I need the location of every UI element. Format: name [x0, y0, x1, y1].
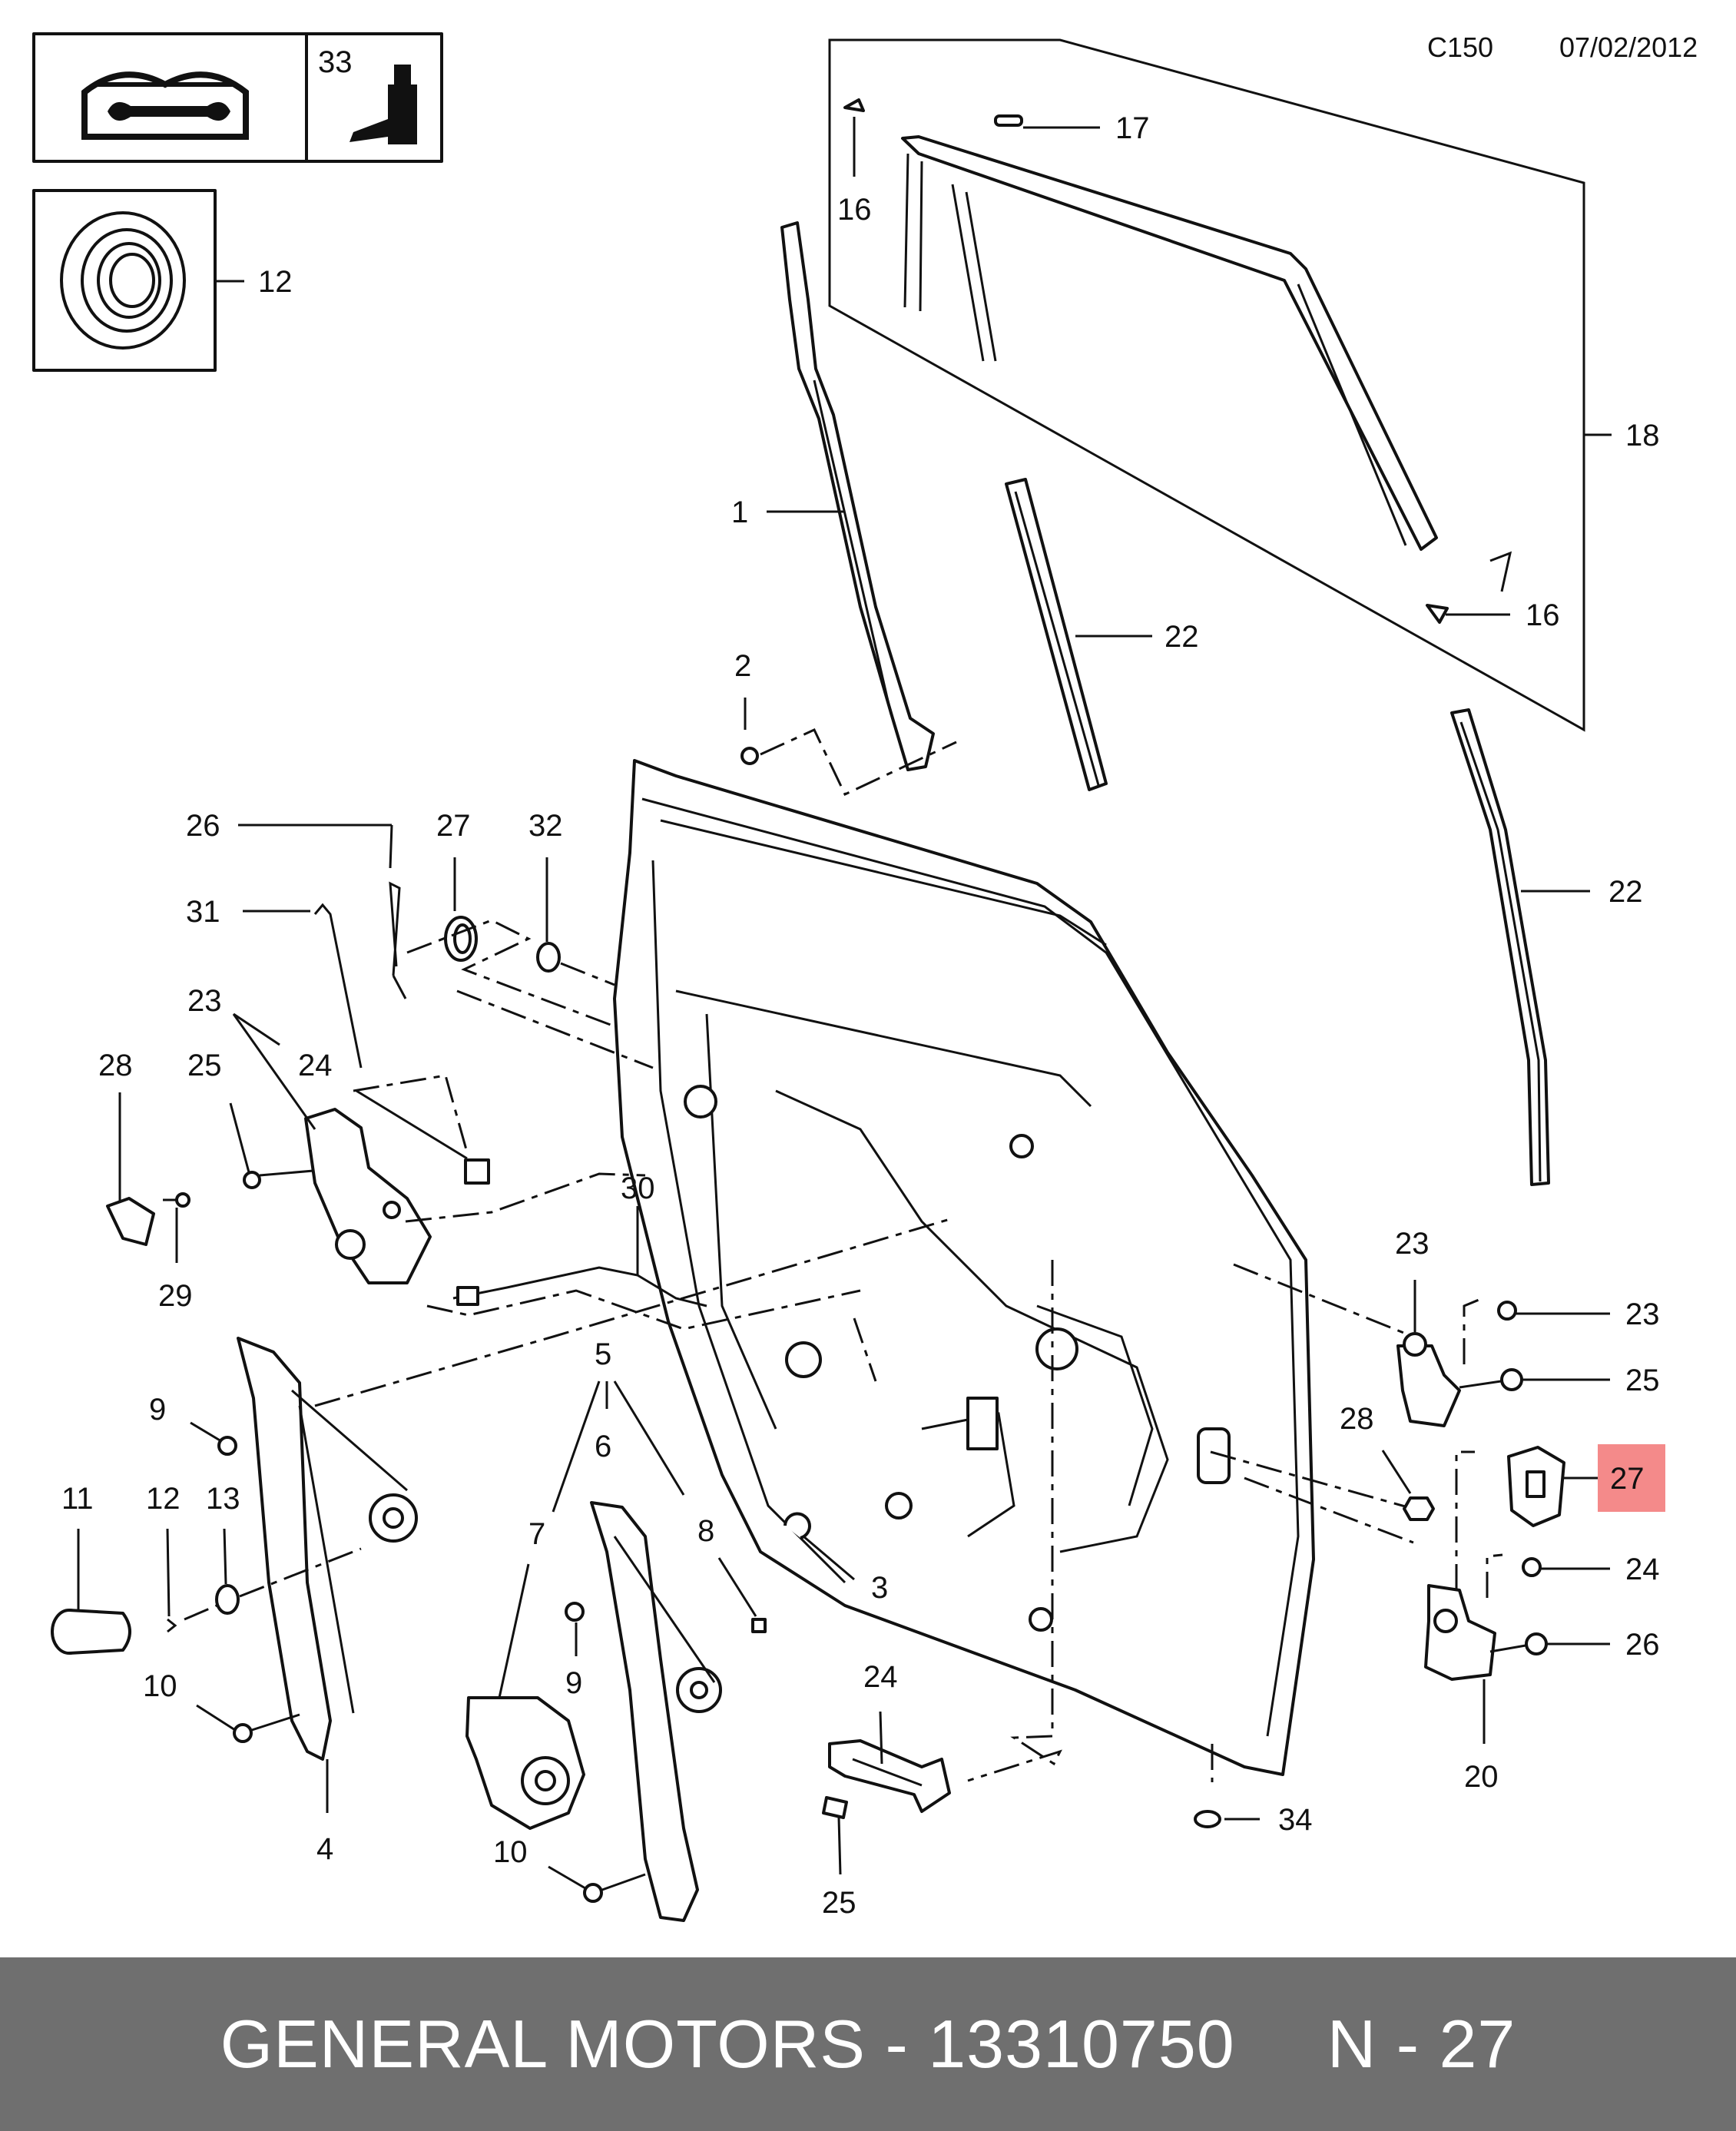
callout-1: 1	[731, 495, 748, 529]
callout-39: 34	[1278, 1803, 1313, 1837]
callout-12: 12	[146, 1482, 181, 1516]
screw-10-right	[583, 1883, 603, 1903]
plug-39	[1194, 1810, 1221, 1828]
screw-10-left	[233, 1723, 253, 1743]
callout-25: 25	[822, 1886, 856, 1920]
footer-part-number: GENERAL MOTORS - 13310750	[220, 2006, 1235, 2082]
clip-16-top	[843, 98, 865, 112]
callout-8: 8	[697, 1514, 714, 1548]
manual-icon-box	[32, 32, 308, 163]
clip-17	[994, 114, 1023, 127]
door-check-24	[828, 1739, 951, 1813]
window-frame-panel	[828, 38, 1585, 732]
sealant-tube-icon	[350, 65, 417, 144]
callout-35: 30	[621, 1172, 655, 1205]
screw-9-left	[217, 1436, 237, 1456]
callout-32: 27	[436, 809, 471, 843]
callout-33: 28	[98, 1049, 133, 1082]
bolt-22-bottom	[1522, 1557, 1542, 1577]
bolt-23-bottom	[1525, 1632, 1548, 1655]
callout-9-left: 9	[149, 1393, 166, 1427]
callout-20: 20	[1464, 1760, 1499, 1794]
callout-3: 3	[871, 1571, 888, 1605]
window-regulator-6	[590, 1501, 722, 1922]
callout-7: 7	[528, 1517, 545, 1551]
callout-19: 22	[1165, 620, 1199, 654]
clip-37	[536, 942, 561, 973]
callout-30: 25	[187, 1049, 222, 1082]
footer-position: N - 27	[1327, 2006, 1516, 2082]
window-motor-7	[465, 1696, 585, 1830]
callout-14: 12	[258, 265, 293, 299]
callout-11: 11	[61, 1482, 94, 1516]
bolt-25	[822, 1796, 848, 1819]
callout-26: 28	[1340, 1402, 1374, 1436]
callout-36: 31	[186, 895, 220, 929]
upper-hinge-21	[1396, 1332, 1461, 1427]
callout-4: 4	[316, 1832, 333, 1866]
bracket-33	[106, 1197, 155, 1246]
callout-6: 6	[595, 1430, 611, 1463]
callout-16-top: 16	[837, 193, 872, 227]
callout-37: 32	[528, 809, 563, 843]
rod-31	[389, 881, 407, 999]
callout-10-left: 10	[143, 1669, 177, 1703]
highlighted-part-badge[interactable]	[1598, 1444, 1665, 1512]
screw-9-right	[565, 1602, 585, 1622]
window-regulator-4	[237, 1337, 418, 1761]
sealant-box: 33	[305, 32, 443, 163]
bumper-27	[1507, 1446, 1565, 1527]
callout-29: 24	[298, 1049, 333, 1082]
nut-26	[1403, 1496, 1435, 1521]
callout-21: 23	[1395, 1227, 1430, 1261]
screw-34	[175, 1192, 190, 1208]
callout-15: 18	[1625, 419, 1660, 452]
grommet-icon	[60, 211, 186, 350]
callout-13: 13	[206, 1482, 240, 1516]
door-lock-28	[304, 1108, 432, 1284]
manual-wrench-icon	[81, 71, 249, 140]
callout-17: 17	[1115, 111, 1150, 145]
clip-8	[751, 1618, 767, 1633]
callout-28: 23	[187, 984, 222, 1018]
callout-27[interactable]: 27	[1610, 1462, 1645, 1496]
washer-13	[215, 1584, 240, 1615]
bolt-22-top	[1497, 1301, 1517, 1321]
screw-30	[243, 1171, 261, 1189]
screw-2	[740, 747, 759, 765]
ring-3	[784, 1512, 811, 1539]
callout-22-bottom: 24	[1625, 1553, 1660, 1586]
grommet-32	[444, 916, 478, 962]
callout-18: 22	[1608, 875, 1643, 909]
parts-diagram: C150 07/02/2012 33 12	[32, 31, 1698, 1922]
callout-9-right: 9	[565, 1666, 582, 1700]
diagram-code: C150	[1427, 31, 1493, 63]
glass-run-channel-1	[780, 221, 935, 771]
outer-belt-strip-19	[1005, 478, 1108, 791]
callout-2: 2	[734, 649, 751, 683]
callout-38: 33	[318, 45, 353, 79]
callout-23-top: 25	[1625, 1364, 1660, 1397]
callout-10-right: 10	[493, 1835, 528, 1869]
rear-channel-strip-18	[1450, 708, 1550, 1186]
callout-16-bottom: 16	[1526, 598, 1560, 632]
diagram-date: 07/02/2012	[1559, 31, 1698, 63]
footer-banner: GENERAL MOTORS - 13310750 N - 27	[0, 1957, 1736, 2131]
callout-23-bottom: 26	[1625, 1628, 1660, 1662]
connector-29	[464, 1158, 490, 1185]
clip-16-bottom	[1426, 604, 1449, 624]
knob-11	[51, 1609, 131, 1655]
lower-hinge-20	[1424, 1584, 1496, 1681]
callout-34: 29	[158, 1279, 193, 1313]
callout-22-top: 23	[1625, 1297, 1660, 1331]
door-inner-panel	[613, 759, 1315, 1776]
cable-35	[452, 1266, 707, 1307]
callout-24: 24	[863, 1660, 898, 1694]
rod-36	[313, 903, 363, 1069]
spring-12	[167, 1618, 177, 1633]
grommet-box	[32, 189, 217, 372]
bolt-23-top	[1500, 1368, 1523, 1391]
callout-5: 5	[595, 1337, 611, 1371]
callout-31: 26	[186, 809, 220, 843]
